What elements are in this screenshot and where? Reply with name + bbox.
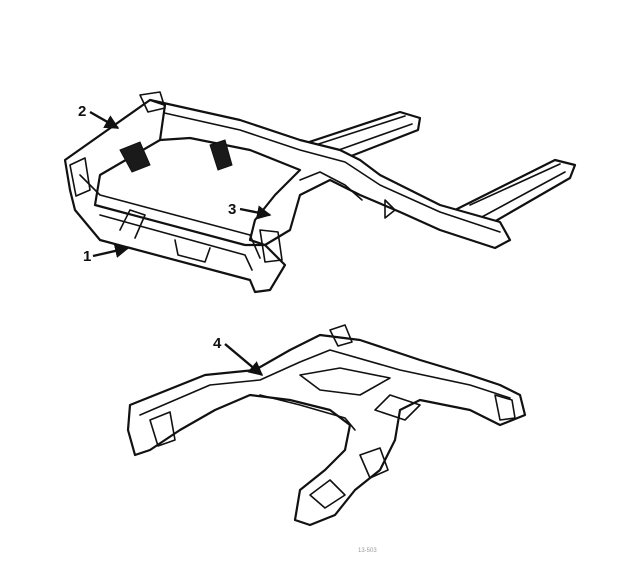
callout-4: 4 (213, 335, 264, 376)
footer-mark: 13-503 (358, 548, 377, 554)
subframe (126, 333, 527, 527)
callout-2: 2 (78, 103, 120, 130)
callout-3: 3 (228, 201, 272, 220)
callout-label-2: 2 (78, 103, 86, 120)
side-rail (148, 98, 512, 250)
upper-frame-assembly (63, 91, 577, 294)
callout-label-3: 3 (228, 201, 236, 218)
lower-subframe-assembly (126, 324, 527, 527)
callout-label-1: 1 (83, 248, 91, 265)
callout-label-4: 4 (213, 335, 222, 352)
callout-1: 1 (83, 243, 130, 265)
